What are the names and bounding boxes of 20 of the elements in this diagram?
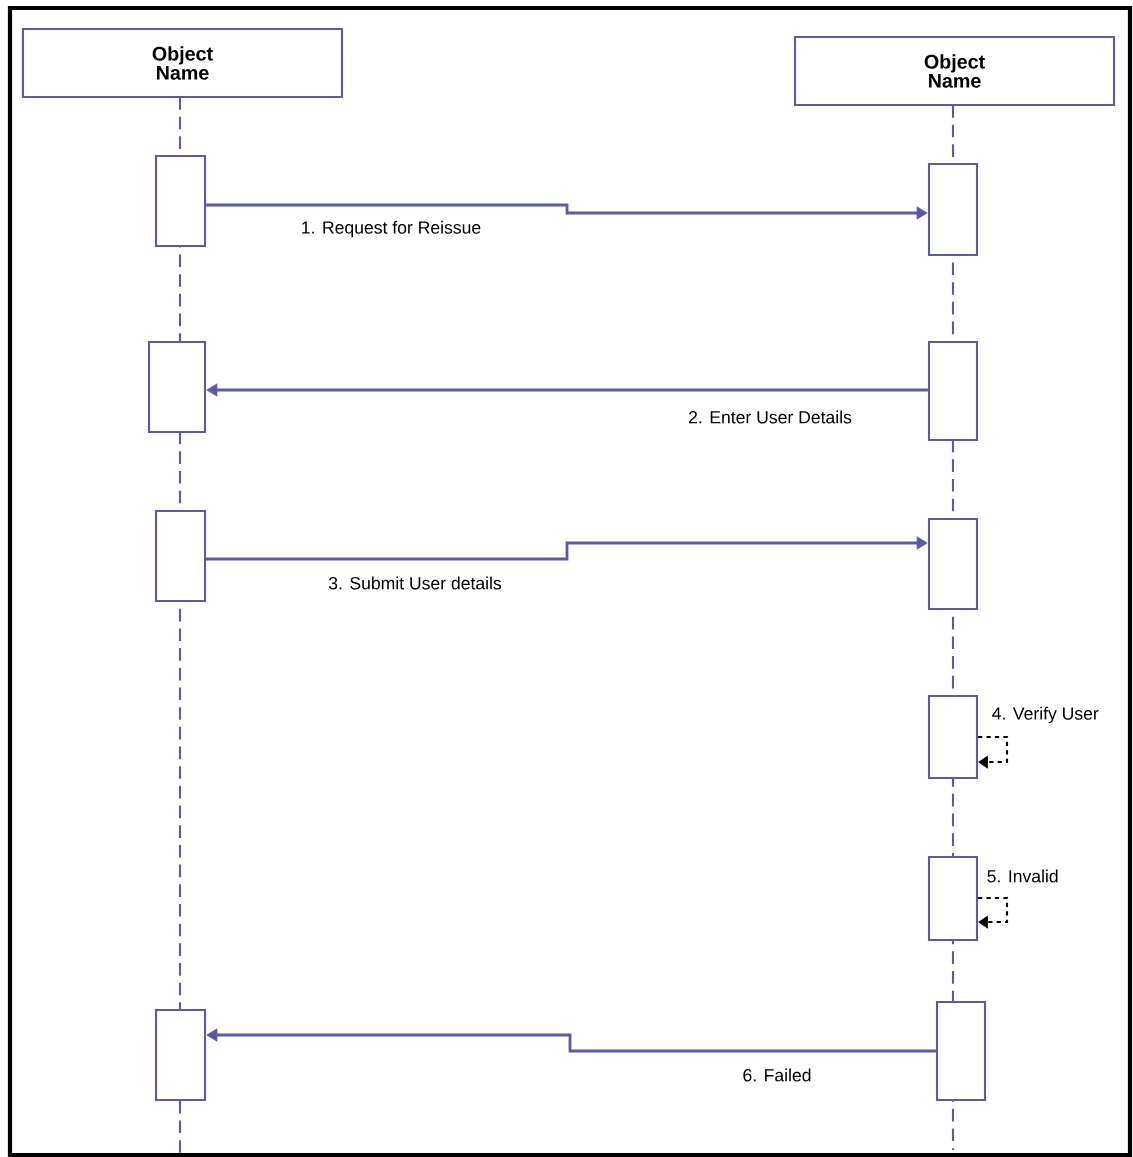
message-label: 1. Request for Reissue [299, 219, 483, 239]
message-label: 4. Verify User [990, 705, 1101, 725]
activation-box [927, 855, 979, 942]
message-arrow [978, 896, 1009, 929]
activation-box [154, 154, 207, 248]
object-box: Object Name [21, 27, 344, 99]
activation-box [927, 694, 979, 780]
object-box: Object Name [793, 35, 1116, 107]
activation-box [154, 509, 207, 603]
activation-box [927, 517, 979, 611]
activation-box [927, 340, 979, 442]
activation-box [927, 162, 979, 257]
message-label: 3. Submit User details [326, 575, 504, 591]
message-label: 2. Enter User Details [686, 409, 854, 425]
message-arrow [978, 735, 1009, 769]
message-label: 5. Invalid [985, 868, 1061, 884]
activation-box [935, 1000, 987, 1102]
message-label: 6. Failed [741, 1067, 813, 1083]
activation-box [154, 1008, 207, 1102]
activation-box [147, 340, 207, 434]
